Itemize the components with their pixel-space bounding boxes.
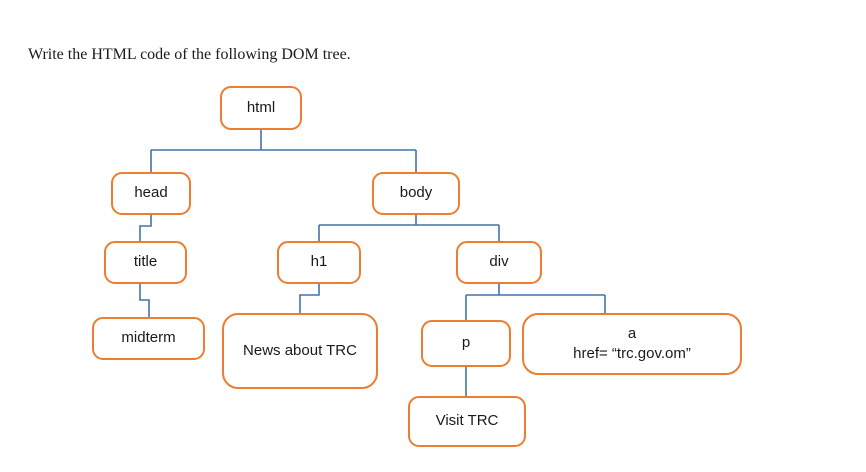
node-visit-trc[interactable]: Visit TRC [408, 396, 526, 447]
node-p-label: p [461, 334, 471, 352]
node-html-label: html [246, 98, 276, 116]
node-a-href: href= “trc.gov.om” [573, 345, 691, 362]
node-h1[interactable]: h1 [277, 241, 361, 284]
node-news-about-trc[interactable]: News about TRC [222, 313, 378, 389]
node-h1-label: h1 [310, 253, 328, 271]
node-div[interactable]: div [456, 241, 542, 284]
node-a-tagname: a [627, 324, 637, 342]
node-title[interactable]: title [104, 241, 187, 284]
node-div-label: div [489, 253, 509, 271]
node-visit-trc-label: Visit TRC [435, 412, 499, 430]
node-head-label: head [134, 184, 168, 202]
edge-head-title [139, 215, 152, 241]
node-a-labels: a href= “trc.gov.om” [530, 324, 734, 365]
node-body-label: body [399, 184, 433, 202]
edge-title-midterm [139, 284, 150, 317]
page-title: Write the HTML code of the following DOM… [28, 46, 351, 63]
node-midterm[interactable]: midterm [92, 317, 205, 360]
node-body[interactable]: body [372, 172, 460, 215]
node-p[interactable]: p [421, 320, 511, 367]
node-a[interactable]: a href= “trc.gov.om” [522, 313, 742, 375]
node-html[interactable]: html [220, 86, 302, 130]
node-head[interactable]: head [111, 172, 191, 215]
node-news-about-trc-label: News about TRC [243, 341, 357, 359]
node-midterm-label: midterm [121, 329, 176, 347]
node-title-label: title [133, 253, 158, 271]
edge-h1-news [299, 284, 320, 313]
